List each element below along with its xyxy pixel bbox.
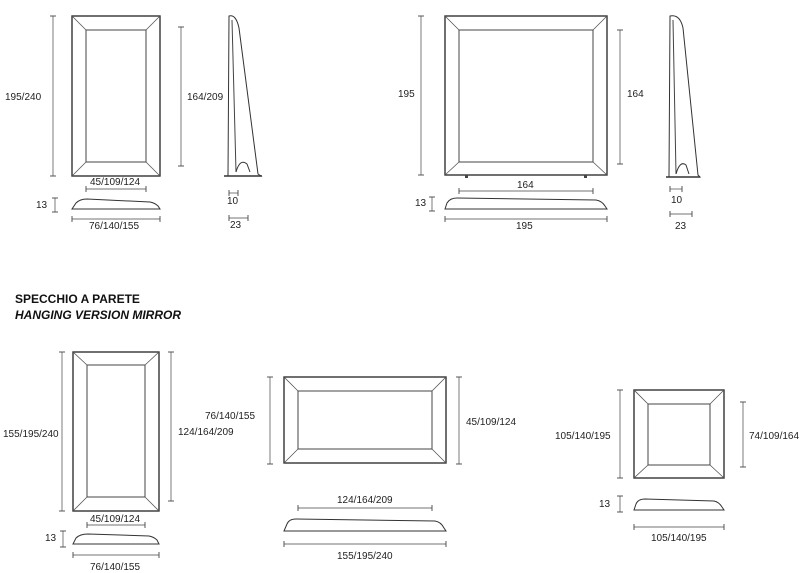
dimension-label: 124/164/209 (178, 427, 234, 438)
dimension-label: 45/109/124 (466, 417, 516, 428)
mirror-glass (647, 403, 711, 466)
dimension-label: 105/140/195 (555, 431, 611, 442)
section-title: SPECCHIO A PARETE (15, 292, 140, 306)
dimension-label: 23 (230, 220, 242, 231)
dimension-label: 10 (671, 195, 683, 206)
hanging-mirror-square: 105/140/195 74/109/164 13 105/140/195 (555, 389, 799, 544)
dimension-label: 13 (45, 533, 57, 544)
mirror-frame-outer (71, 15, 161, 177)
dimension-label: 164 (627, 89, 644, 100)
dimension-label: 76/140/155 (90, 562, 140, 573)
dimension-label: 23 (675, 221, 687, 232)
base-profile (633, 498, 725, 511)
side-foot (675, 163, 690, 175)
dimension-label: 76/140/155 (89, 221, 139, 232)
base-profile (283, 518, 447, 532)
mirror-frame-outer (444, 15, 608, 176)
dimension-label: 195/240 (5, 92, 42, 103)
dimension-label: 195 (398, 89, 415, 100)
dimension-label: 45/109/124 (90, 514, 140, 525)
dimension-label: 13 (599, 499, 611, 510)
base-profile (444, 197, 608, 210)
mirror-frame-outer (633, 389, 725, 479)
standing-mirror-front: 195/240 164/209 45/109/124 13 76/140/155 (5, 15, 224, 232)
square-mirror-side: 10 23 (666, 15, 702, 232)
mirror-glass (85, 29, 147, 163)
base-profile (72, 533, 160, 545)
hanging-mirror-tall: 155/195/240 124/164/209 45/109/124 13 76… (3, 351, 234, 573)
dimension-label: 74/109/164 (749, 431, 799, 442)
square-mirror-front: 195 164 164 13 195 (398, 15, 644, 232)
dimension-label: 195 (516, 221, 533, 232)
dimension-label: 13 (36, 200, 48, 211)
dimension-label: 45/109/124 (90, 177, 140, 188)
mirror-glass (86, 364, 146, 498)
standing-mirror-side: 10 23 (224, 15, 263, 231)
dimension-label: 76/140/155 (205, 411, 255, 422)
dimension-label: 164 (517, 180, 534, 191)
dimension-label: 124/164/209 (337, 495, 393, 506)
side-foot (235, 161, 251, 173)
dimension-label: 105/140/195 (651, 533, 707, 544)
dimension-label: 10 (227, 196, 239, 207)
dimension-label: 164/209 (187, 92, 224, 103)
dimension-label: 155/195/240 (337, 551, 393, 562)
section-subtitle: HANGING VERSION MIRROR (15, 308, 182, 322)
dimension-label: 13 (415, 198, 427, 209)
mirror-glass (297, 390, 433, 450)
mirror-frame-outer (283, 376, 447, 464)
base-profile (71, 198, 161, 210)
dimension-label: 155/195/240 (3, 429, 59, 440)
mirror-frame-outer (72, 351, 160, 512)
hanging-mirror-horizontal: 76/140/155 45/109/124 124/164/209 155/19… (205, 376, 516, 562)
mirror-glass (458, 29, 594, 163)
